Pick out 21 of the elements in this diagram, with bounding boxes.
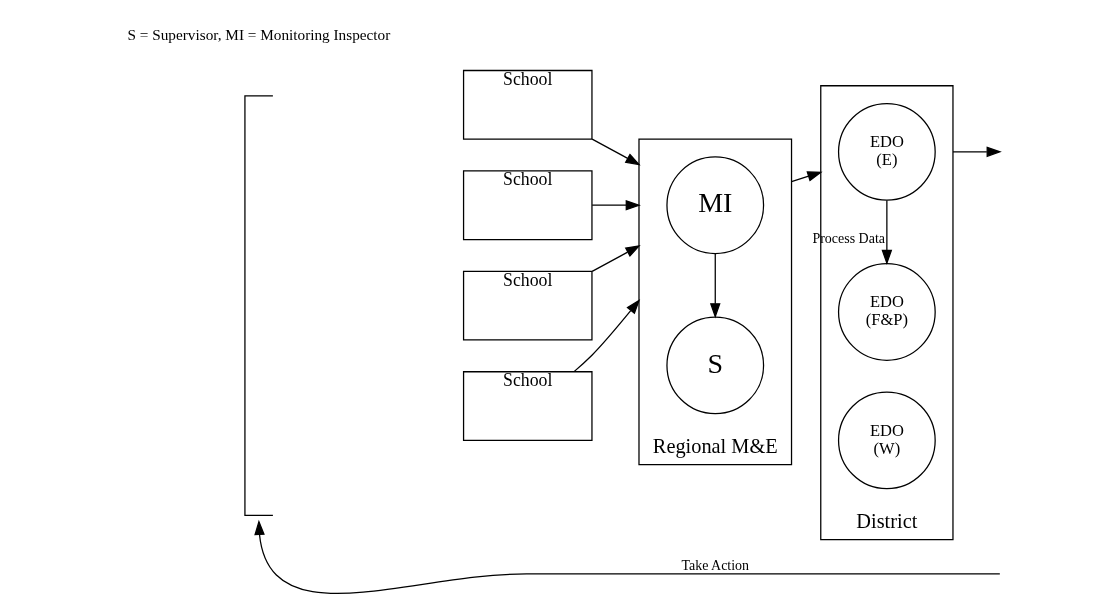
- node-box: School: [462, 69, 593, 140]
- node-circle: MI: [665, 156, 764, 255]
- arrow: [591, 245, 641, 272]
- node-bracket: [243, 95, 274, 517]
- node-box: School: [462, 371, 593, 442]
- node-box: School: [462, 170, 593, 241]
- arrow: [881, 199, 892, 266]
- node-circle: S: [665, 316, 764, 415]
- label: S = Supervisor, MI = Monitoring Inspector: [127, 26, 390, 44]
- arrow: [591, 199, 641, 211]
- node-box: School: [462, 270, 593, 341]
- arrow: [951, 146, 1002, 158]
- node-circle: EDO (W): [837, 391, 936, 490]
- arrow: [253, 519, 1000, 594]
- edge-label: Take Action: [680, 557, 749, 573]
- node-circle: EDO (F&P): [837, 263, 936, 361]
- arrow: [790, 171, 823, 183]
- node-circle: EDO (E): [837, 102, 936, 201]
- arrow: [591, 138, 641, 166]
- arrow: [572, 299, 640, 373]
- arrow: [709, 253, 721, 319]
